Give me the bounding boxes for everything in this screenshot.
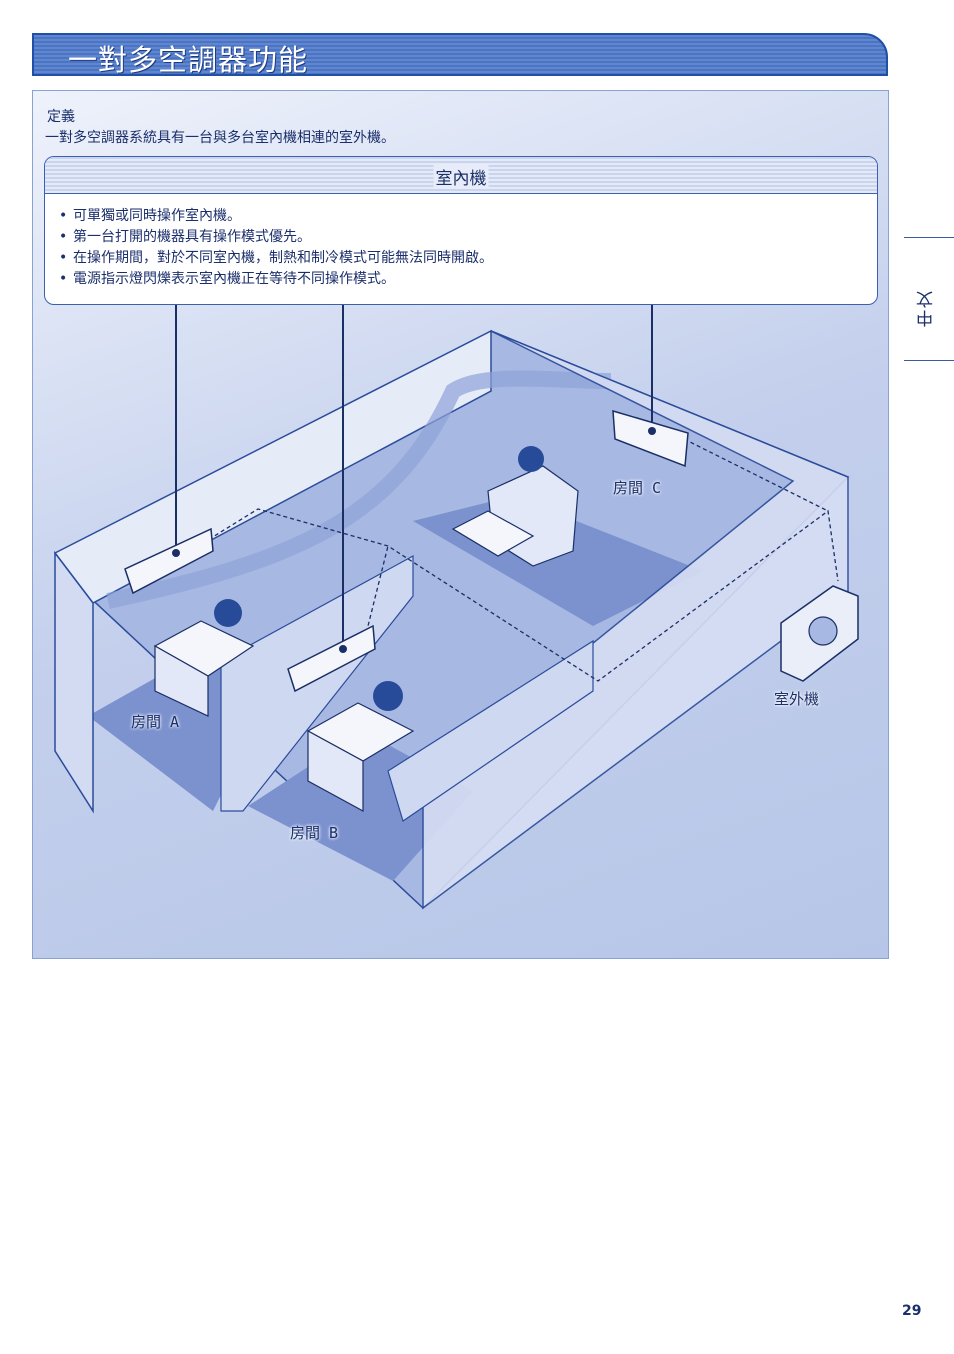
list-item: •可單獨或同時操作室內機。 xyxy=(59,206,877,227)
indoor-unit-title: 室內機 xyxy=(433,164,489,189)
bullet-icon: • xyxy=(59,271,68,287)
bullet-icon: • xyxy=(59,229,68,245)
indoor-unit-list: •可單獨或同時操作室內機。 •第一台打開的機器具有操作模式優先。 •在操作期間，… xyxy=(45,194,877,290)
partition-ab xyxy=(220,554,414,812)
definition-label: 定義 xyxy=(47,109,75,125)
indoor-unit-header: 室內機 xyxy=(45,157,877,194)
language-label: 中文 xyxy=(917,289,937,327)
room-c-label: 房間 C xyxy=(613,479,662,497)
bullet-icon: • xyxy=(59,208,68,224)
indoor-unit-c xyxy=(612,409,689,468)
side-divider-bottom xyxy=(904,360,954,361)
room-a-label: 房間 A xyxy=(131,713,180,731)
desk-b xyxy=(306,681,415,813)
page-title: 一對多空調器功能 xyxy=(68,43,309,77)
main-panel: 定義 一對多空調器系統具有一台與多台室內機相連的室外機。 室內機 •可單獨或同時… xyxy=(32,90,889,959)
outdoor-unit-label: 室外機 xyxy=(774,690,820,708)
right-wall xyxy=(422,330,849,910)
indoor-unit-b xyxy=(287,624,376,693)
side-divider-top xyxy=(904,237,954,238)
multi-split-illustration xyxy=(53,305,859,910)
section-header: 一對多空調器功能 xyxy=(32,33,888,77)
list-item: •在操作期間，對於不同室內機，制熱和制冷模式可能無法同時開啟。 xyxy=(59,248,877,269)
bullet-icon: • xyxy=(59,250,68,266)
refrigerant-pipe xyxy=(202,508,839,682)
desk-a xyxy=(153,599,255,717)
duct xyxy=(106,370,612,609)
outdoor-unit xyxy=(780,585,859,682)
page-number: 29 xyxy=(902,1303,922,1319)
partition-front xyxy=(387,639,594,822)
list-item: •第一台打開的機器具有操作模式優先。 xyxy=(59,227,877,248)
indoor-unit-box: 室內機 •可單獨或同時操作室內機。 •第一台打開的機器具有操作模式優先。 •在操… xyxy=(44,156,878,305)
definition-text: 一對多空調器系統具有一台與多台室內機相連的室外機。 xyxy=(45,130,395,146)
list-item: •電源指示燈閃爍表示室內機正在等待不同操作模式。 xyxy=(59,269,877,290)
indoor-unit-a xyxy=(124,527,214,595)
language-tab: 中文 xyxy=(904,237,954,361)
sofa-c xyxy=(451,446,579,567)
room-b-label: 房間 B xyxy=(290,824,339,842)
left-wall xyxy=(54,550,94,814)
